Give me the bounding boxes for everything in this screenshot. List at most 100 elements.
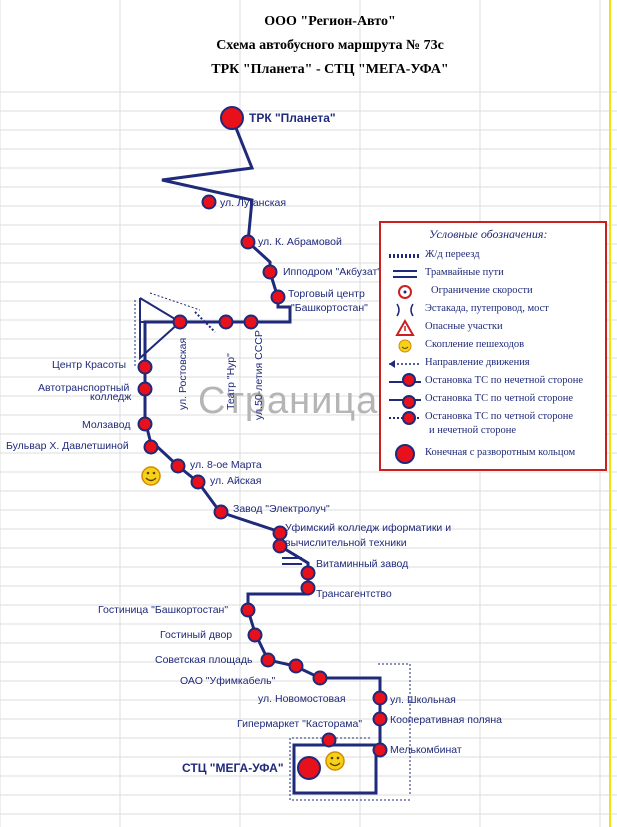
stop-avtotrans: Автотранспортный колледж [38,381,153,403]
stop-label: Автотранспортный [38,382,129,394]
stop-label: колледж [90,391,131,403]
terminal-start-label: ТРК "Планета" [249,111,336,125]
legend-label: Остановка ТС по четной стороне [425,393,573,404]
legend-label: Опасные участки [425,321,503,332]
stop-label: Гостиница "Башкортостан" [98,604,228,616]
direction-arrow-bottom-loop [289,737,410,801]
stop-both-icon [389,411,421,425]
stop-label: Завод "Электролуч" [233,503,330,515]
stop-label: Гостиный двор [160,629,232,641]
legend-row: Ограничение скорости [381,283,609,301]
legend-label: Скопление пешеходов [425,339,525,350]
legend-label: Трамвайные пути [425,267,504,278]
legend-label: Направление движения [425,357,530,368]
company-title: ООО "Регион-Авто" [264,14,396,29]
stop-label: ул. К. Абрамовой [258,236,342,248]
stop-shkolnaya: ул. Школьная [372,690,456,706]
pedestrian-smiley-icon-2 [325,751,345,771]
legend-row: Остановка ТС по нечетной стороне [381,373,609,391]
route-line [143,117,382,795]
stop-label: Уфимский колледж иформатики и [285,522,451,534]
pedestrian-smiley-icon [141,466,161,486]
stop-label: ул.50-летия СССР [253,330,265,420]
stop-abramovoy: ул. К. Абрамовой [240,234,342,250]
stop-label: вычислительной техники [285,537,407,549]
stop-novomostovaya: ул. Новомостовая [258,670,346,705]
stop-label: "Башкортостан" [291,302,368,314]
stop-molzavod: Молзавод [82,416,153,432]
tram-tracks-icon [393,270,417,278]
terminal-start-marker [220,106,244,130]
stop-label: Молзавод [82,419,130,431]
stop-ippodrom: Ипподром "Акбузат" [262,264,381,280]
legend-label: Остановка ТС по четной стороне [425,411,573,422]
stop-label: Советская площадь [155,654,253,666]
stop-transagentstvo: Трансагентство [300,580,392,600]
terminal-end-marker [297,756,321,780]
railway-crossing-icon [194,311,216,333]
stop-label: ул. Ростовская [177,338,189,410]
stop-label: Бульвар Х. Давлетшиной [6,440,129,452]
speed-limit-icon [398,285,412,299]
legend-row: Направление движения [381,355,609,373]
stop-centr-krasoty: Центр Красоты [52,359,153,375]
legend-label: и нечетной стороне [429,425,517,436]
stop-label: Трансагентство [316,588,392,600]
legend-row: Остановка ТС по четной стороне [381,409,609,427]
pedestrian-smiley-icon [398,339,412,353]
stop-teatr-nur: Театр "Нур" [218,314,237,410]
direction-arrow-right-loop [378,663,411,796]
page-watermark: Страница 1 [198,380,412,422]
terminal-end-label: СТЦ "МЕГА-УФА" [182,761,284,775]
legend-label: Ограничение скорости [431,285,533,296]
stop-gostiny-dvor: Гостиный двор [160,627,263,643]
stop-rostovskaya: ул. Ростовская [172,314,189,410]
stop-label: Торговый центр [288,288,365,300]
stop-label: ул. Айская [210,475,261,487]
stop-ufimsky-college: Уфимский колледж иформатики и вычислител… [272,522,451,554]
stop-bulvar: Бульвар Х. Давлетшиной [6,439,159,455]
stop-label: ул. Луганская [220,197,286,209]
scheme-title: Схема автобусного маршрута № 73с [216,38,444,53]
legend-row: Опасные участки [381,319,609,337]
stop-label: ул. Школьная [390,694,456,706]
stop-label: Гипермаркет "Касторама" [237,718,362,730]
route-line-loop [139,297,182,361]
stop-label: Театр "Нур" [225,353,237,410]
stop-melkombinat: Мелькомбинат [372,742,462,758]
warning-triangle-icon [395,319,415,336]
stop-kooperativnaya: Кооперативная поляна [372,711,502,727]
stop-vitaminny: Витаминный завод [300,558,408,581]
stop-label: ул. 8-ое Марта [190,459,262,471]
legend-row: Скопление пешеходов [381,337,609,355]
stop-luganskaya: ул. Луганская [201,194,286,210]
stop-kastorama: Гипермаркет "Касторама" [237,718,362,748]
legend-label: Конечная с разворотным кольцом [425,447,576,458]
stop-50-let-sssr: ул.50-летия СССР [243,314,265,420]
legend-title: Условные обозначения: [429,227,548,241]
stop-label: ул. Новомостовая [258,693,346,705]
legend-row: и нечетной стороне [381,423,609,441]
stop-gostinica: Гостиница "Башкортостан" [98,602,256,618]
legend-row: Остановка ТС по четной стороне [381,391,609,409]
legend-row: Ж/д переезд [381,247,609,265]
legend-row: Эстакада, путепровод, мост [381,301,609,319]
stop-ufimkabel: ОАО "Уфимкабель" [180,658,304,687]
legend-row: Трамвайные пути [381,265,609,283]
stop-label: Мелькомбинат [390,744,462,756]
stop-elektroluch: Завод "Электролуч" [213,503,330,520]
direction-arrow-top [149,292,201,311]
overpass-icon [396,303,414,317]
stop-label: Кооперативная поляна [390,714,502,726]
stop-trade-center: Торговый центр "Башкортостан" [270,288,368,314]
legend-label: Ж/д переезд [425,249,480,260]
terminal-loop-icon [395,444,415,464]
stop-8-marta: ул. 8-ое Марта [170,458,262,474]
route-title: ТРК "Планета" - СТЦ "МЕГА-УФА" [211,62,449,77]
legend-row: Конечная с разворотным кольцом [381,444,609,464]
stop-even-icon [389,395,421,409]
stop-odd-icon [389,373,421,387]
stop-label: Ипподром "Акбузат" [283,266,381,278]
railway-crossing-icon [389,254,421,258]
